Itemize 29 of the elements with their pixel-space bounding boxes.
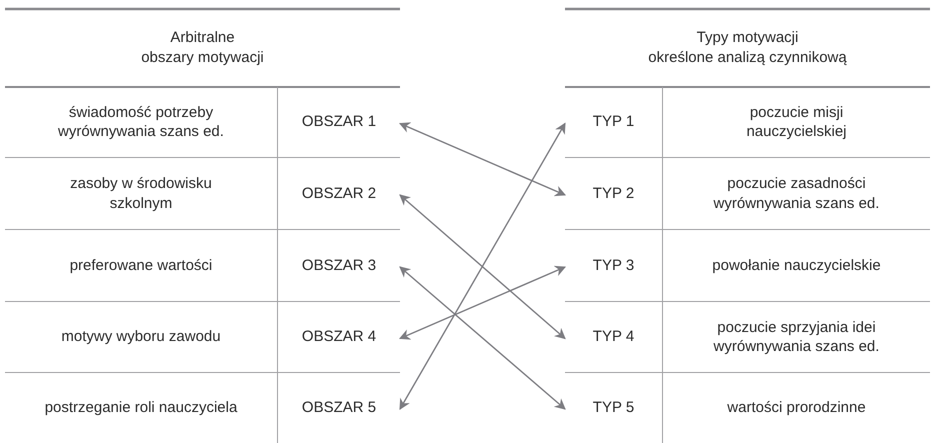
arrow <box>399 194 566 340</box>
description-cell: poczucie sprzyjania idei wyrównywania szans ed. <box>663 302 930 373</box>
description-cell: poczucie zasadności wyrównywania szans ed. <box>663 158 930 230</box>
code-cell: TYP 5 <box>565 373 663 443</box>
column-heading: obszary motywacji <box>140 48 265 68</box>
description-cell: świadomość potrzeby wyrównywania szans ed. <box>5 87 278 158</box>
column-heading: Arbitralne <box>169 28 236 48</box>
description-cell: preferowane wartości <box>5 230 278 302</box>
code-cell: TYP 2 <box>565 158 663 230</box>
description-cell: wartości prorodzinne <box>663 373 930 443</box>
description-cell: motywy wyboru zawodu <box>5 302 278 373</box>
arrow <box>399 122 566 410</box>
arrow <box>399 266 566 340</box>
code-cell: TYP 3 <box>565 230 663 302</box>
code-cell: OBSZAR 1 <box>278 87 400 158</box>
arrow <box>399 122 566 196</box>
code-cell: TYP 1 <box>565 87 663 158</box>
description-cell: poczucie misji nauczycielskiej <box>663 87 930 158</box>
code-cell: OBSZAR 2 <box>278 158 400 230</box>
code-cell: TYP 4 <box>565 302 663 373</box>
description-cell: postrzeganie roli nauczyciela <box>5 373 278 443</box>
code-cell: OBSZAR 3 <box>278 230 400 302</box>
column-heading: określone analizą czynnikową <box>647 48 848 68</box>
description-cell: zasoby w środowisku szkolnym <box>5 158 278 230</box>
column-heading: Typy motywacji <box>696 28 800 48</box>
code-cell: OBSZAR 5 <box>278 373 400 443</box>
description-cell: powołanie nauczycielskie <box>663 230 930 302</box>
arrow <box>399 266 566 410</box>
code-cell: OBSZAR 4 <box>278 302 400 373</box>
